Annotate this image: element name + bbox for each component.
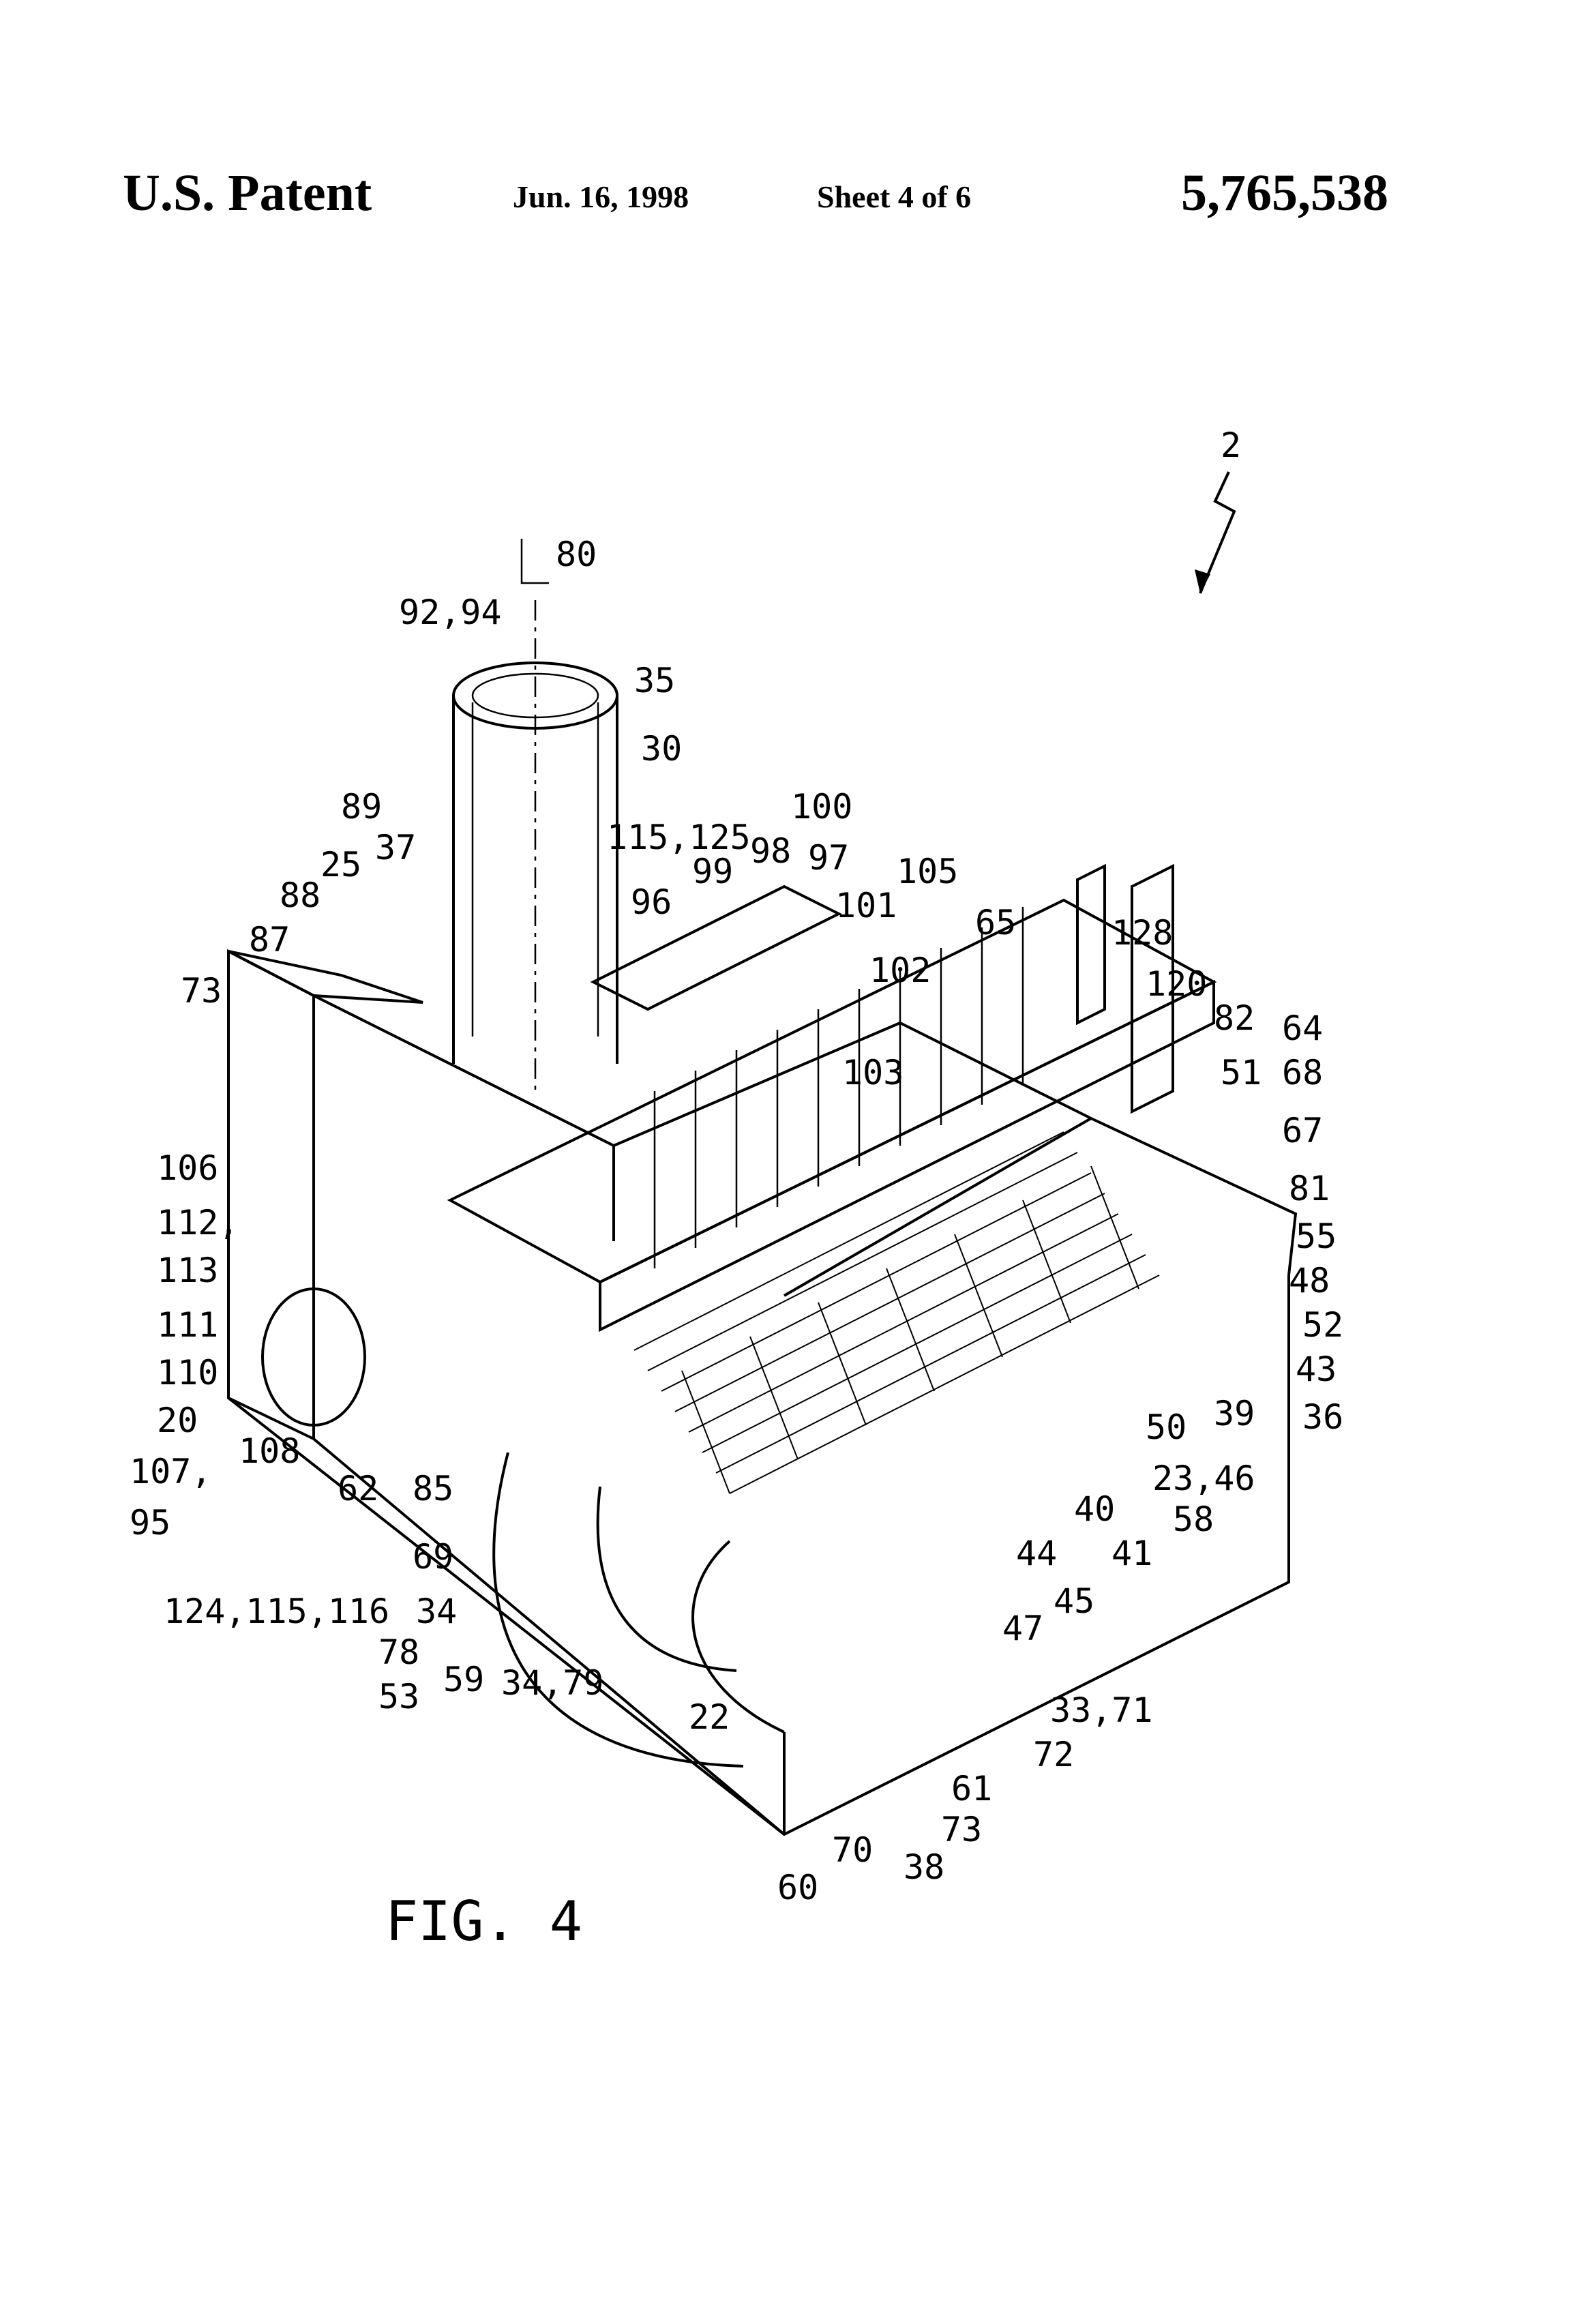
label: 22 <box>689 1697 730 1737</box>
label: 64 <box>1282 1009 1323 1048</box>
label: 58 <box>1173 1500 1214 1539</box>
label: 85 <box>413 1469 453 1508</box>
label: 44 <box>1016 1534 1057 1573</box>
label: 50 <box>1146 1407 1186 1447</box>
label: 112, <box>157 1203 239 1242</box>
label: 111 <box>157 1305 218 1345</box>
label: 41 <box>1111 1534 1152 1573</box>
label: 101 <box>835 886 897 925</box>
label: 98 <box>750 831 791 871</box>
label: 30 <box>641 729 682 769</box>
label: 48 <box>1289 1261 1330 1300</box>
label: 105 <box>897 852 958 891</box>
label: 60 <box>777 1868 818 1907</box>
label: 37 <box>375 828 416 867</box>
label: 96 <box>631 882 672 922</box>
label: 51 <box>1221 1053 1262 1092</box>
label: 108 <box>239 1431 300 1471</box>
label: 124,115,116 <box>164 1592 389 1631</box>
label: 35 <box>634 661 675 700</box>
label: 99 <box>692 852 733 891</box>
label: 34 <box>416 1592 457 1631</box>
label: 81 <box>1289 1169 1330 1208</box>
label: 107, <box>130 1452 211 1491</box>
label: 103 <box>842 1053 904 1092</box>
label: 78 <box>378 1633 419 1672</box>
label: 65 <box>975 903 1016 942</box>
label: 73 <box>941 1810 982 1849</box>
label: 38 <box>904 1847 944 1887</box>
label: 43 <box>1296 1350 1337 1389</box>
label: 52 <box>1302 1305 1343 1345</box>
mesh-hatching <box>634 1132 1159 1493</box>
label: 34,79 <box>501 1663 604 1703</box>
label: 88 <box>280 876 320 915</box>
label: 23,46 <box>1152 1459 1255 1498</box>
label: 40 <box>1074 1489 1115 1529</box>
label: 120 <box>1146 964 1207 1004</box>
label: 62 <box>338 1469 378 1508</box>
label: 110 <box>157 1353 218 1392</box>
label: 33,71 <box>1050 1690 1153 1730</box>
label: 102 <box>869 951 931 990</box>
label: 89 <box>341 787 382 826</box>
label: 70 <box>832 1830 873 1870</box>
label: 87 <box>249 920 290 959</box>
label: 53 <box>378 1677 419 1716</box>
label: 113 <box>157 1251 218 1290</box>
label: 92,94 <box>399 593 502 632</box>
label: 39 <box>1214 1394 1255 1433</box>
label: 45 <box>1054 1581 1094 1621</box>
label: 59 <box>443 1660 484 1699</box>
label: 61 <box>951 1769 992 1808</box>
label: 69 <box>413 1537 453 1577</box>
label: 82 <box>1214 998 1255 1038</box>
label: 55 <box>1296 1217 1337 1256</box>
label: 80 <box>556 535 597 574</box>
label: 72 <box>1033 1735 1074 1774</box>
label: 100 <box>791 787 852 826</box>
label: 95 <box>130 1503 170 1543</box>
label: 20 <box>157 1401 198 1440</box>
label: 128 <box>1111 913 1173 953</box>
figure-caption: FIG. 4 <box>385 1890 582 1953</box>
label: 67 <box>1282 1111 1323 1150</box>
label: 36 <box>1302 1397 1343 1437</box>
label: 106 <box>157 1148 218 1188</box>
label: 68 <box>1282 1053 1323 1092</box>
label: 2 <box>1221 426 1241 465</box>
label: 73 <box>181 971 222 1011</box>
plate-stack <box>655 907 1023 1268</box>
label: 47 <box>1002 1609 1043 1648</box>
label: 25 <box>320 845 361 884</box>
label: 97 <box>808 838 849 878</box>
